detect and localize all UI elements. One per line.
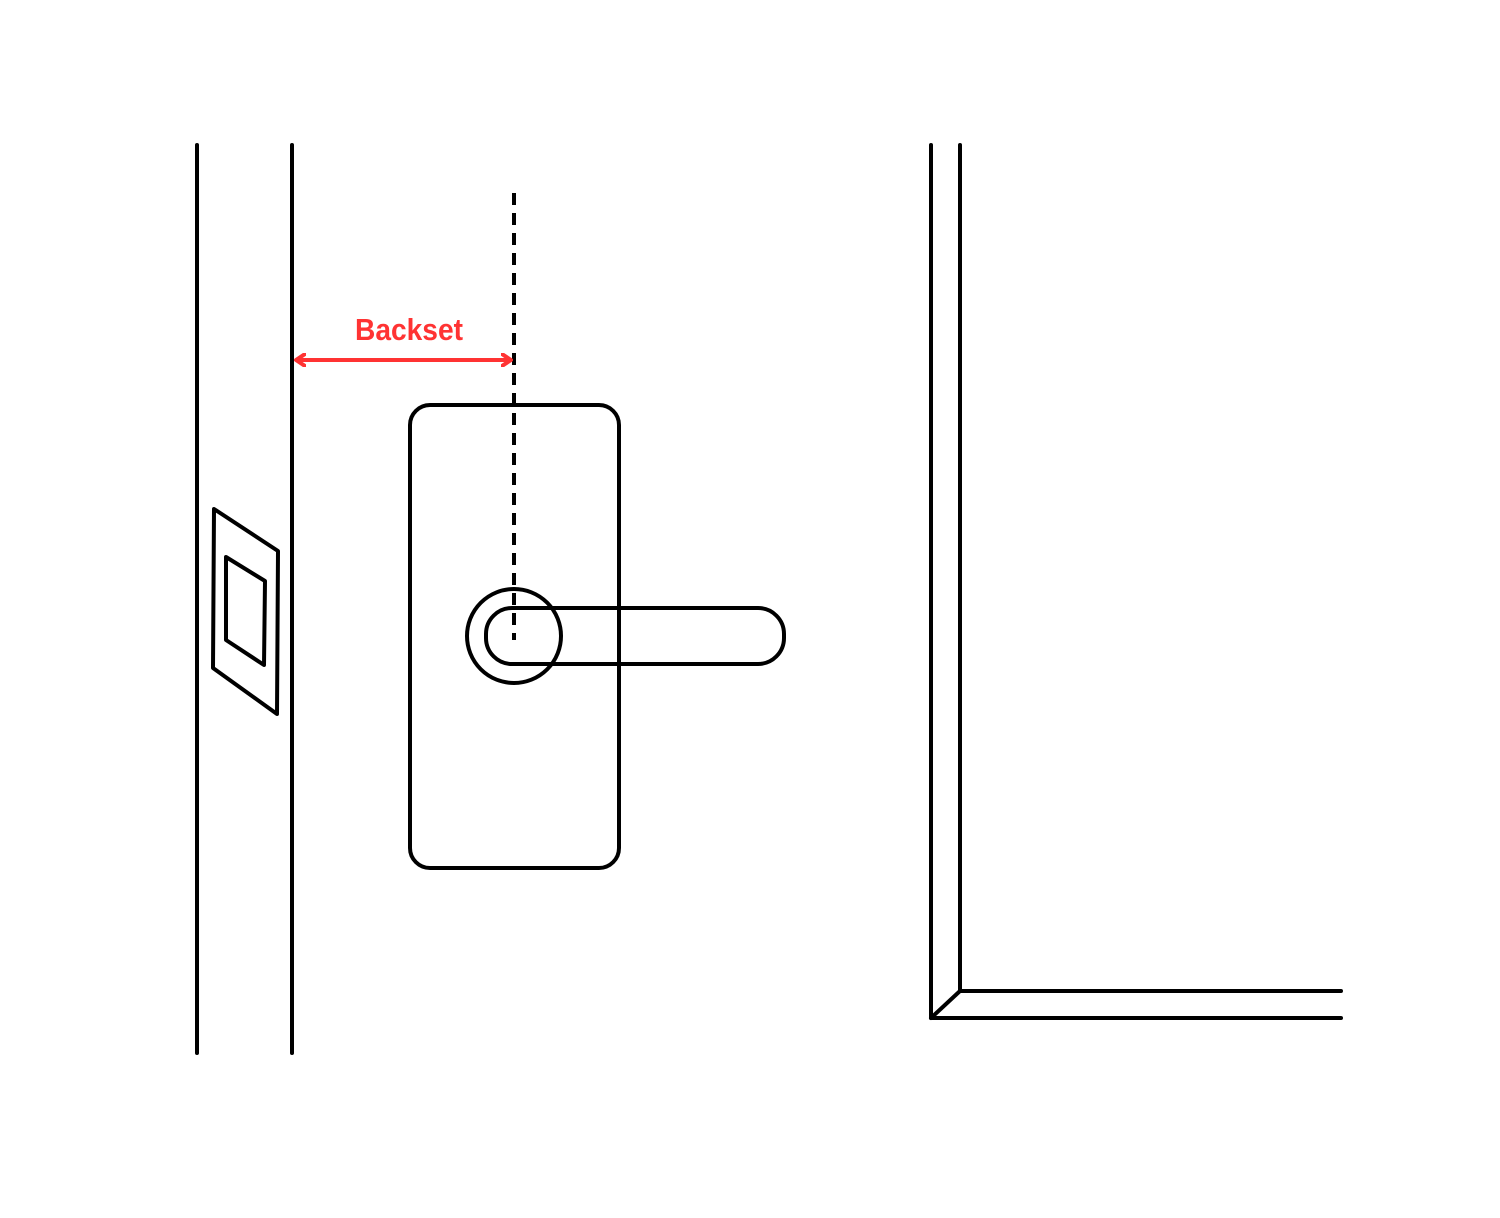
latch-plate-inner [224, 555, 267, 667]
frame-corner-miter [929, 989, 962, 1020]
door-edge [195, 143, 294, 1055]
door-lever-handle [484, 606, 786, 666]
handle-rosette [465, 587, 563, 685]
backset-label: Backset [355, 312, 463, 347]
latch-faceplate [211, 507, 280, 716]
door-frame [929, 143, 1343, 1020]
latch-plate-outer [211, 507, 280, 716]
